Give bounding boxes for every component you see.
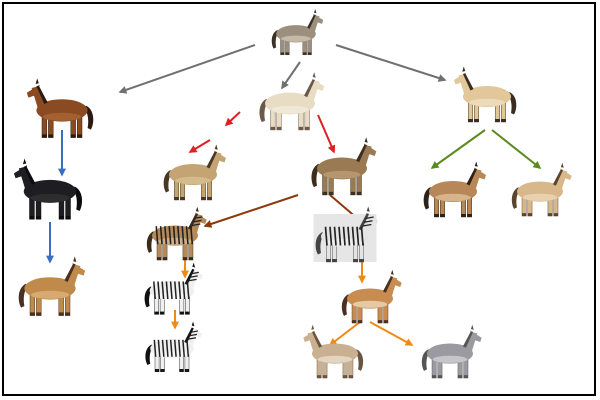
horse-dun-tan (163, 144, 226, 201)
horse-draft-black (13, 158, 83, 220)
horse-ancestor (271, 8, 324, 56)
horse-zebra-sketch (313, 206, 378, 263)
arrow-grey-0 (118, 44, 256, 94)
arrow-green-9 (491, 129, 542, 169)
horse-przewalski-a (454, 66, 517, 123)
horse-draft-bay (26, 78, 94, 138)
diagram-frame (2, 2, 596, 396)
arrow-grey-1 (281, 61, 301, 90)
horse-przewalski-b (423, 161, 486, 218)
arrow-red-7 (317, 114, 336, 154)
horse-donkey-tan (303, 324, 364, 379)
arrow-brown-10 (203, 194, 299, 228)
horse-dun-pony (18, 256, 86, 316)
arrow-red-5 (224, 111, 241, 127)
arrow-red-6 (188, 139, 211, 153)
horse-striped-cream (259, 72, 325, 131)
horse-brown-dun (311, 137, 377, 196)
horse-zebra-grevy (145, 321, 202, 372)
horse-quagga-like (146, 206, 207, 261)
arrow-green-8 (430, 129, 486, 169)
arrow-grey-2 (335, 44, 447, 82)
arrow-orange-15 (328, 321, 361, 346)
horse-donkey-grey (421, 324, 482, 379)
arrow-orange-16 (369, 321, 414, 346)
horse-onager (341, 269, 402, 324)
horse-zebra-plains (144, 262, 203, 315)
horse-przewalski-c (511, 162, 572, 217)
